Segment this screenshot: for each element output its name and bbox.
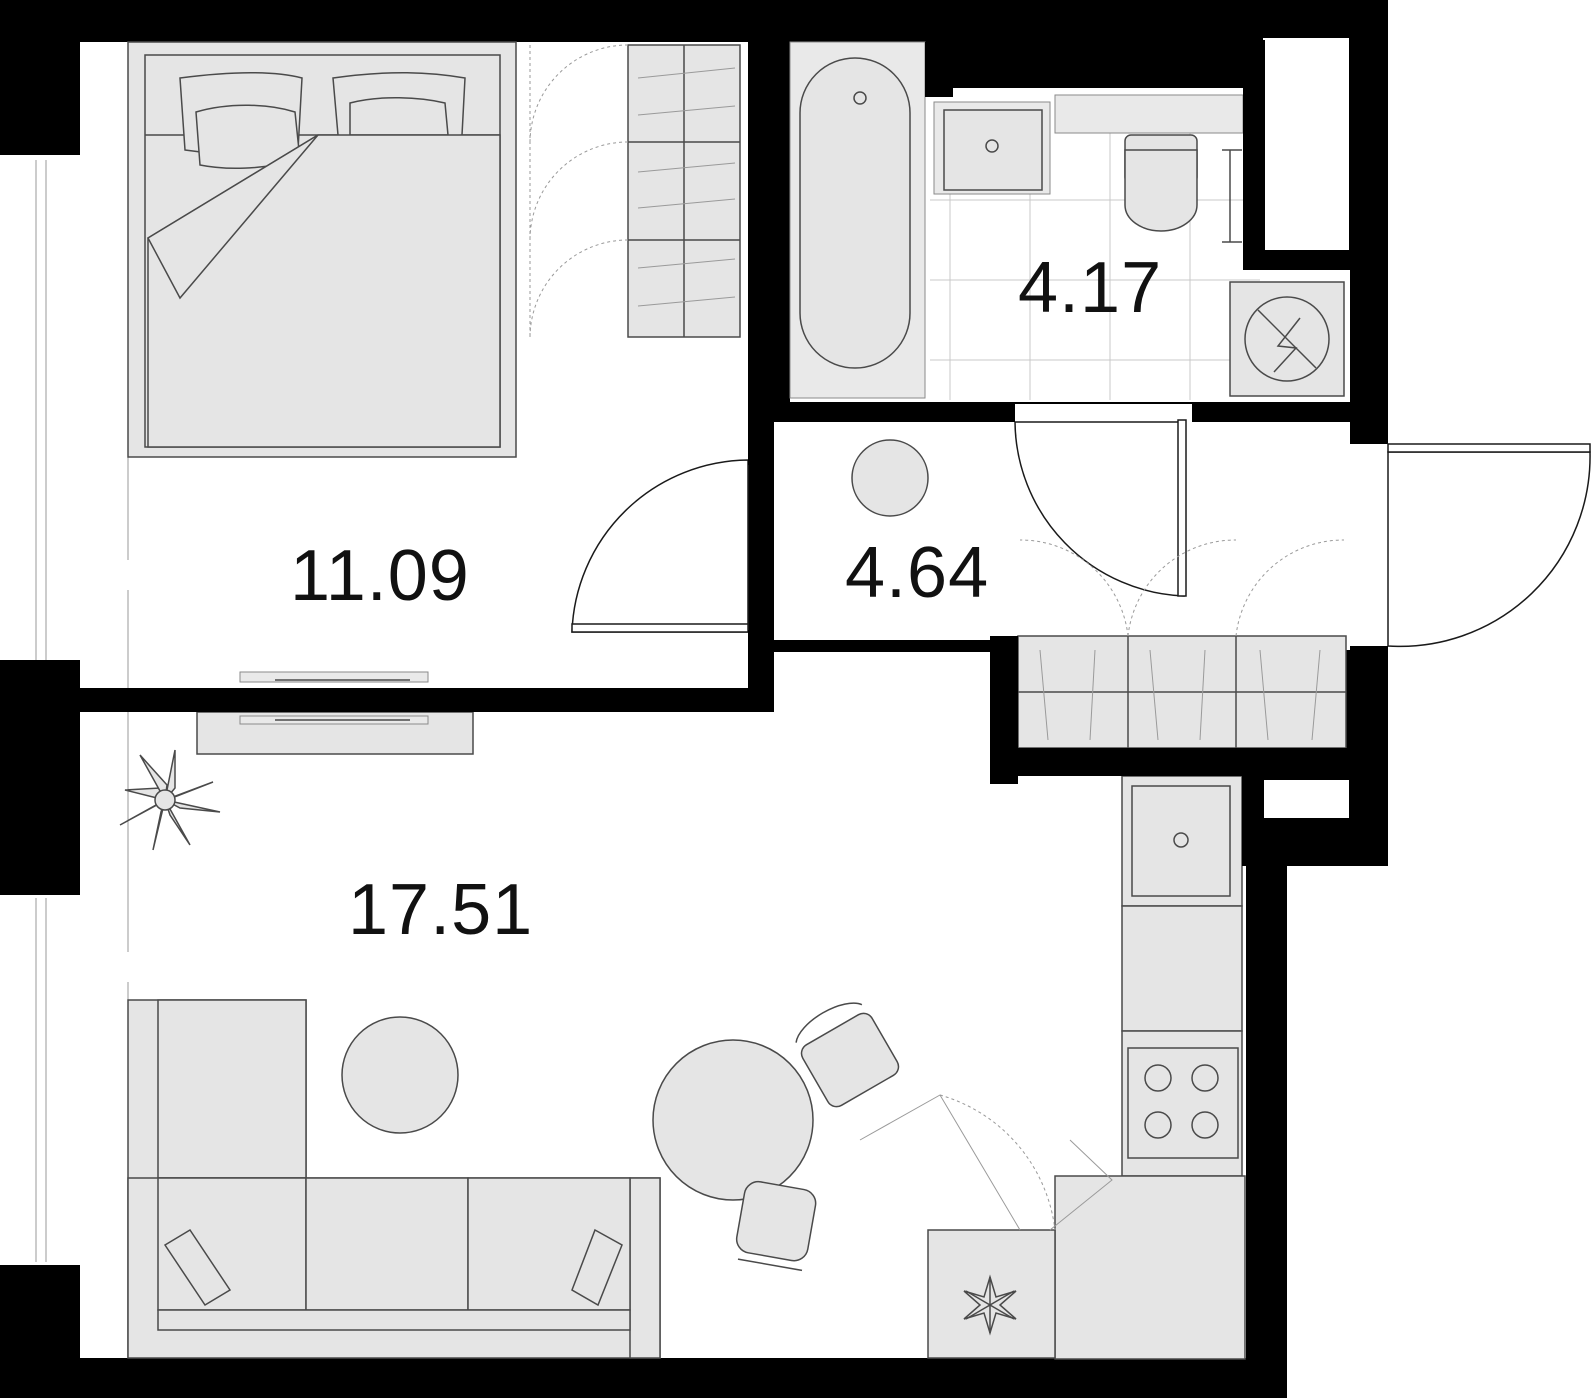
window-living	[0, 712, 129, 1358]
door-entrance	[1387, 443, 1591, 648]
door-bathroom	[1014, 419, 1187, 597]
living-area-label: 17.51	[348, 870, 533, 950]
kitchen	[859, 775, 1246, 1360]
bed	[127, 41, 517, 458]
inner-walls	[80, 40, 1388, 866]
plant	[119, 749, 221, 851]
hallway-furniture	[851, 439, 1347, 749]
coffee-table	[341, 1016, 459, 1134]
bathroom-area-label: 4.17	[1018, 248, 1162, 328]
bedroom-area-label: 11.09	[290, 536, 470, 616]
area-labels: 11.09 4.64 4.17 17.51	[290, 248, 1162, 950]
hallway-area-label: 4.64	[845, 533, 989, 613]
snowflake-icon	[963, 1274, 1017, 1336]
dining-table	[652, 1002, 900, 1272]
window-bedroom	[0, 60, 129, 690]
tv-bedroom	[239, 671, 429, 683]
bathtub	[789, 41, 926, 399]
wardrobe-bedroom	[529, 44, 741, 338]
tv-living	[196, 711, 474, 755]
boiler	[1229, 281, 1345, 397]
sink-bathroom	[933, 101, 1051, 195]
sofa	[127, 999, 661, 1359]
toilet	[1054, 94, 1244, 243]
